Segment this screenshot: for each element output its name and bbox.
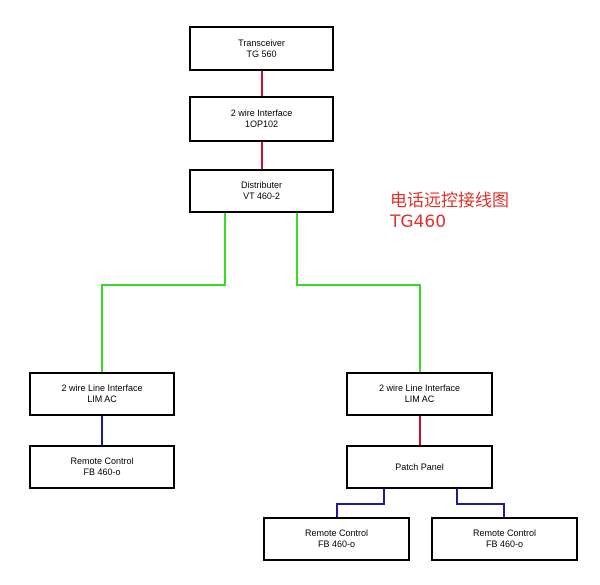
node-model: LIM AC [404, 394, 435, 404]
edge-patch-remote-right [456, 489, 505, 517]
node-name: Remote Control [70, 456, 134, 466]
node-name: 2 wire Line Interface [378, 383, 461, 393]
node-lim-left: 2 wire Line Interface LIM AC [29, 372, 175, 416]
node-model: FB 460-o [83, 467, 121, 477]
node-name: Remote Control [304, 528, 369, 538]
node-remote-control-left: Remote Control FB 460-o [29, 445, 175, 489]
node-transceiver: Transceiver TG 560 [189, 26, 334, 71]
node-name: 2 wire Interface [230, 108, 293, 118]
edge-patch-remote-left [336, 489, 385, 517]
node-model: 1OP102 [244, 119, 279, 129]
node-model: VT 460-2 [243, 191, 280, 201]
node-model: LIM AC [87, 394, 117, 404]
node-name: Transceiver [238, 37, 285, 48]
diagram-title: 电话远控接线图 TG460 [390, 191, 509, 233]
edge-distributer-lim-left [101, 213, 226, 372]
node-name: Distributer [240, 180, 282, 190]
edge-distributer-lim-right [296, 213, 421, 372]
node-name: Remote Control [472, 528, 537, 538]
diagram-title-line-1: 电话远控接线图 [390, 191, 509, 211]
node-model: FB 460-o [317, 539, 356, 549]
node-patch-panel: Patch Panel [346, 445, 493, 489]
node-distributer: Distributer VT 460-2 [189, 169, 334, 213]
node-name: 2 wire Line Interface [61, 383, 143, 393]
node-lim-right: 2 wire Line Interface LIM AC [346, 372, 493, 416]
diagram-title-line-2: TG460 [390, 212, 447, 232]
node-model: FB 460-o [485, 539, 524, 549]
node-name: Patch Panel [395, 461, 444, 472]
node-remote-control-bottom-left: Remote Control FB 460-o [263, 517, 410, 561]
node-two-wire-interface: 2 wire Interface 1OP102 [189, 96, 334, 142]
node-model: TG 560 [246, 48, 277, 59]
node-remote-control-bottom-right: Remote Control FB 460-o [431, 517, 578, 561]
